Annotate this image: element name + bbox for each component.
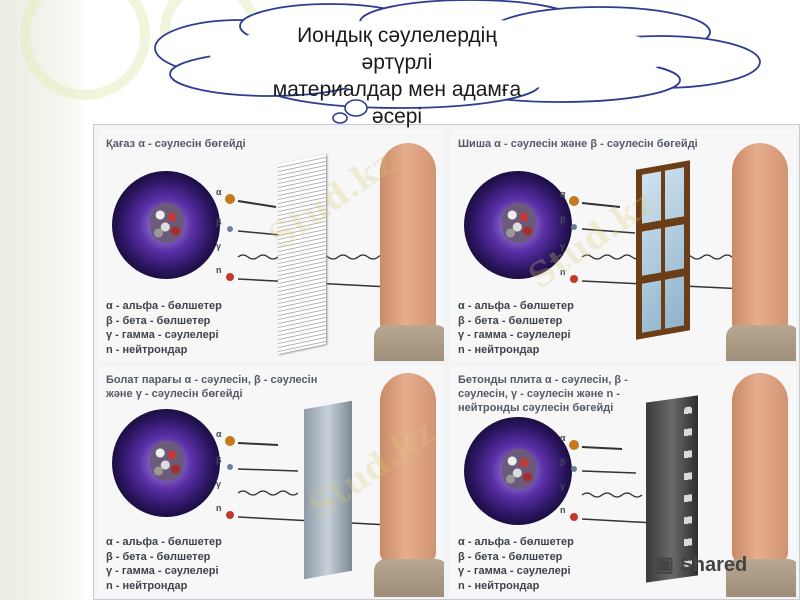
steel-sheet-barrier-image (304, 400, 352, 580)
legend-alpha: α - альфа - бөлшетер (106, 536, 222, 548)
panel-title: Бетонды плита α - сәулесін, β - сәулесін… (458, 374, 628, 414)
legend-beta: β - бета - бөлшетер (106, 550, 211, 563)
rays-diagram (569, 440, 656, 524)
atom-source-image (112, 409, 220, 517)
panel-glass: Шиша α - сәулесін және β - сәулесін бөге… (450, 129, 796, 361)
nucleus (150, 441, 184, 481)
neutron-symbol: n (216, 503, 222, 513)
panel-paper: Қағаз α - сәулесін бөгейді α β γ n α - а… (98, 129, 444, 361)
legend-alpha: α - альфа - бөлшетер (458, 536, 574, 548)
sleeve-image (726, 325, 796, 361)
beta-symbol: β (560, 215, 566, 225)
hand-image (380, 373, 436, 563)
beta-symbol: β (560, 457, 566, 467)
nucleus (502, 203, 536, 243)
alpha-symbol: α (216, 429, 222, 439)
sleeve-image (374, 559, 444, 597)
sleeve-image (726, 559, 796, 597)
legend-neutron: n - нейтрондар (106, 343, 188, 356)
shared-logo: ▣ Shared (655, 552, 747, 577)
decorative-swirl (20, 0, 150, 100)
legend-gamma: γ - гамма - сәулелері (106, 329, 219, 341)
legend-neutron: n - нейтрондар (458, 579, 540, 592)
legend-gamma: γ - гамма - сәулелері (458, 329, 571, 341)
slide-heading: Иондық сәулелердің әртүрлі материалдар м… (262, 22, 532, 130)
gamma-symbol: γ (216, 479, 222, 489)
alpha-symbol: α (216, 187, 222, 197)
neutron-symbol: n (560, 505, 566, 515)
thought-cloud: Иондық сәулелердің әртүрлі материалдар м… (0, 0, 800, 130)
alpha-symbol: α (560, 433, 566, 443)
legend: α - альфа - бөлшетер β - бета - бөлшетер… (106, 299, 222, 357)
legend-neutron: n - нейтрондар (106, 579, 188, 592)
panel-concrete: Бетонды плита α - сәулесін, β - сәулесін… (450, 365, 796, 597)
shared-logo-icon: ▣ (655, 554, 680, 576)
legend: α - альфа - бөлшетер β - бета - бөлшетер… (106, 535, 222, 593)
panel-title: Болат парағы α - сәулесін, β - сәулесін … (106, 374, 318, 400)
heading-line-2: материалдар мен адамға (272, 78, 522, 101)
legend-beta: β - бета - бөлшетер (458, 550, 563, 563)
legend-beta: β - бета - бөлшетер (458, 314, 563, 327)
neutron-symbol: n (560, 267, 566, 277)
legend-gamma: γ - гамма - сәулелері (458, 565, 571, 577)
paper-barrier-image (278, 153, 326, 355)
atom-source-image (464, 417, 572, 525)
legend-neutron: n - нейтрондар (458, 343, 540, 356)
neutron-symbol: n (216, 265, 222, 275)
gamma-symbol: γ (216, 241, 222, 251)
heading-line-1: Иондық сәулелердің әртүрлі (297, 24, 497, 74)
hand-image (380, 143, 436, 333)
shared-logo-text: Shared (679, 554, 748, 576)
hand-image (732, 373, 788, 563)
legend-gamma: γ - гамма - сәулелері (106, 565, 219, 577)
panel-title: Қағаз α - сәулесін бөгейді (106, 138, 246, 150)
heading-line-3: әсері (371, 105, 423, 128)
beta-symbol: β (216, 455, 222, 465)
nucleus (150, 203, 184, 243)
legend-beta: β - бета - бөлшетер (106, 314, 211, 327)
beta-symbol: β (216, 217, 222, 227)
panel-steel: Болат парағы α - сәулесін, β - сәулесін … (98, 365, 444, 597)
gamma-symbol: γ (560, 241, 566, 251)
legend: α - альфа - бөлшетер β - бета - бөлшетер… (458, 299, 574, 357)
hand-image (732, 143, 788, 333)
glass-window-barrier-image (636, 160, 690, 340)
thought-cloud-shape (154, 0, 761, 124)
legend: α - альфа - бөлшетер β - бета - бөлшетер… (458, 535, 574, 593)
alpha-symbol: α (560, 189, 566, 199)
atom-source-image (464, 171, 572, 279)
gamma-symbol: γ (560, 481, 566, 491)
legend-alpha: α - альфа - бөлшетер (106, 300, 222, 312)
panel-title: Шиша α - сәулесін және β - сәулесін бөге… (458, 138, 698, 150)
nucleus (502, 449, 536, 489)
radiation-poster: Қағаз α - сәулесін бөгейді α β γ n α - а… (93, 124, 800, 600)
sleeve-image (374, 325, 444, 361)
legend-alpha: α - альфа - бөлшетер (458, 300, 574, 312)
atom-source-image (112, 171, 220, 279)
